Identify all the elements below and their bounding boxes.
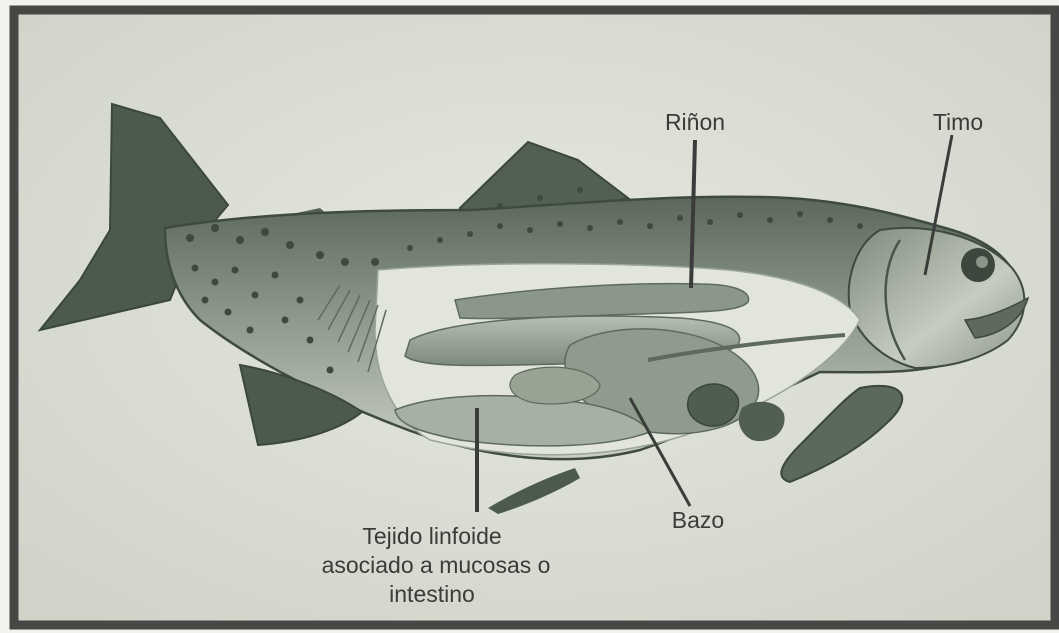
tejido-label-line2: asociado a mucosas o — [322, 552, 551, 578]
tejido-label-line3: intestino — [389, 581, 475, 607]
timo-label: Timo — [933, 109, 983, 135]
tejido-label-line1: Tejido linfoide — [362, 523, 501, 549]
fish-eye-highlight — [976, 256, 988, 268]
bazo-label: Bazo — [672, 507, 724, 533]
spleen-organ — [688, 384, 739, 426]
rinon-label: Riñon — [665, 109, 725, 135]
